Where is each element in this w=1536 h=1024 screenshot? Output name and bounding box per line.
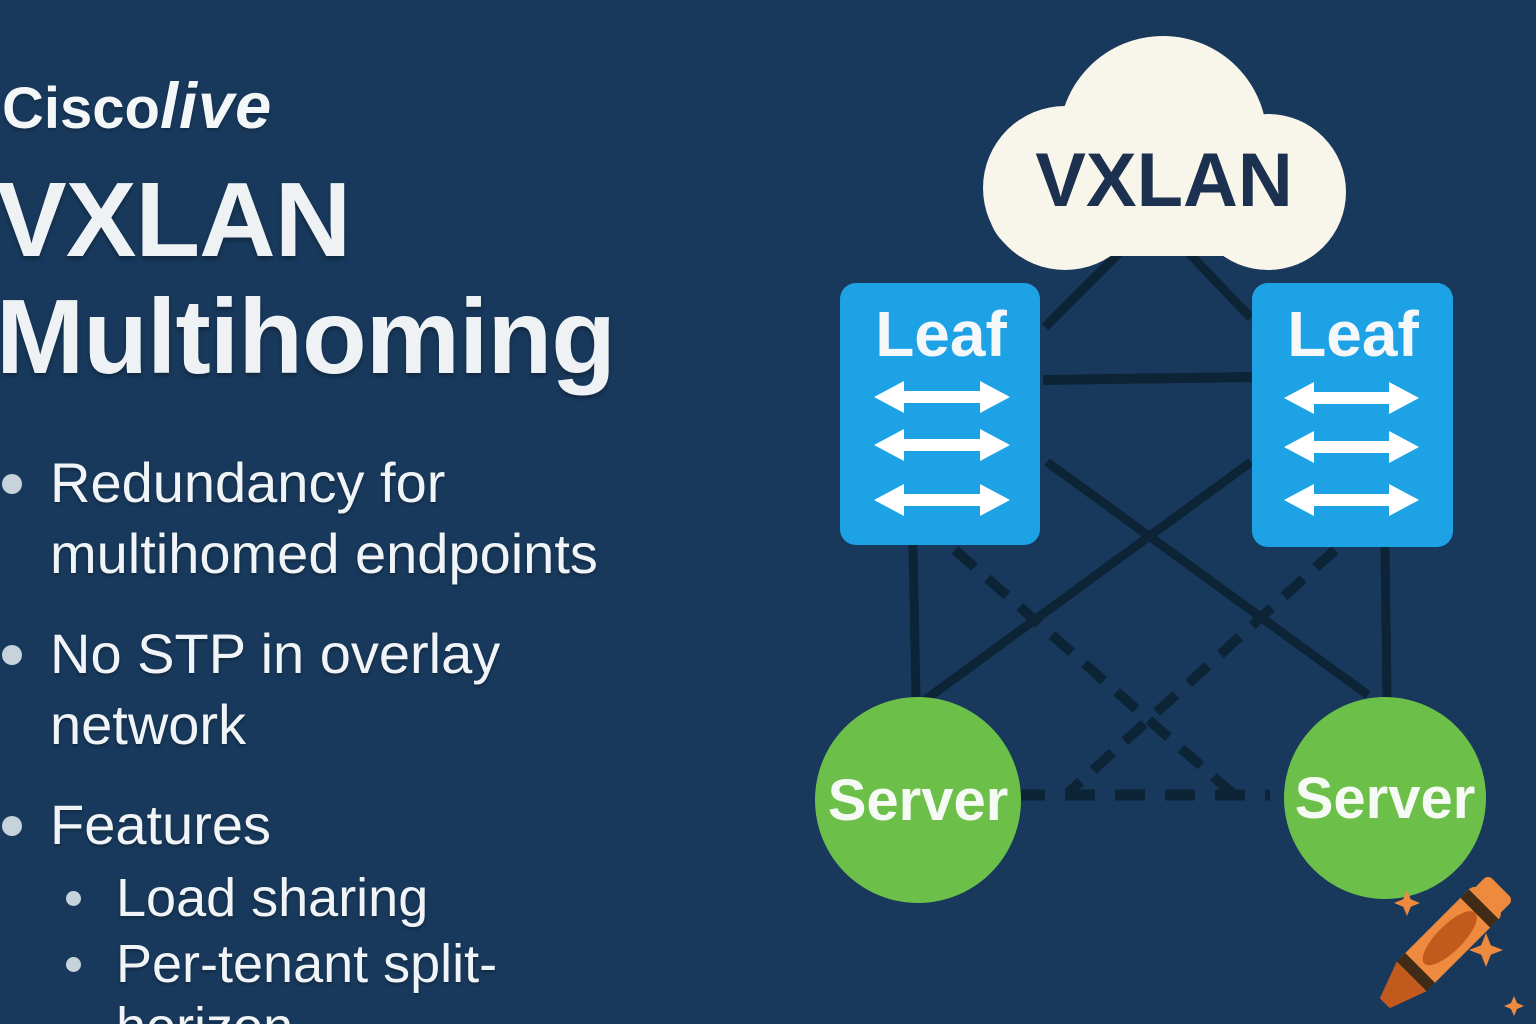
- bullet-label: Redundancy for multihomed endpoints: [50, 451, 598, 585]
- cloud-label: VXLAN: [1035, 138, 1293, 223]
- title-line-1: VXLAN: [0, 161, 351, 279]
- link-dashed-leftleaf-rightserver: [951, 546, 1236, 797]
- link-leftleaf-rightserver: [1044, 458, 1371, 699]
- leaf-left-node: Leaf: [840, 283, 1040, 545]
- sub-bullet-list: Load sharing Per-tenant split-horizon: [66, 867, 655, 1024]
- leaf-right-label: Leaf: [1287, 298, 1419, 370]
- bullet-dot-icon: [66, 890, 81, 906]
- sub-bullet-label: Load sharing: [116, 867, 429, 928]
- link-cloud-right-leaf: [1181, 245, 1255, 322]
- server-right-circle: [1284, 697, 1486, 899]
- bullet-item-no-stp: No STP in overlay network: [0, 619, 655, 760]
- server-right-label: Server: [1295, 766, 1476, 831]
- sparkle-icon: [1469, 933, 1503, 967]
- leaf-right-node: Leaf: [1252, 283, 1453, 547]
- server-left-circle: [815, 697, 1021, 903]
- leaf-left-label: Leaf: [875, 298, 1007, 370]
- server-left-label: Server: [828, 768, 1009, 833]
- sub-bullet-label: Per-tenant split-horizon: [116, 934, 498, 1024]
- bullet-item-redundancy: Redundancy for multihomed endpoints: [0, 448, 655, 589]
- bullet-item-features: Features: [0, 790, 655, 861]
- bullet-label: Features: [50, 793, 271, 857]
- leaf-right-box: [1252, 283, 1453, 547]
- server-left-node: Server: [815, 697, 1021, 903]
- crayon-icon: [1379, 877, 1524, 1016]
- link-rightleaf-leftserver: [922, 458, 1254, 704]
- leaf-left-box: [840, 283, 1040, 545]
- bullet-list: Redundancy for multihomed endpoints No S…: [0, 448, 655, 1024]
- cisco-live-logo: Ciscolive: [2, 68, 272, 143]
- double-arrow-icon: [874, 381, 1010, 516]
- link-dashed-rightleaf-leftserver: [1064, 546, 1339, 797]
- link-cloud-left-leaf: [1041, 243, 1129, 331]
- network-links: [908, 243, 1392, 801]
- bullet-dot-icon: [66, 957, 81, 973]
- bullet-dot-icon: [2, 816, 22, 837]
- page-title: VXLAN Multihoming: [0, 161, 616, 396]
- bullet-dot-icon: [2, 645, 22, 666]
- link-rightleaf-rightserver: [1380, 545, 1392, 701]
- logo-suffix: live: [159, 69, 273, 142]
- bullet-dot-icon: [2, 474, 22, 494]
- sparkle-icon: [1394, 890, 1420, 916]
- double-arrow-icon: [1284, 382, 1419, 516]
- server-right-node: Server: [1284, 697, 1486, 899]
- sub-bullet-item-split-horizon: Per-tenant split-horizon: [66, 933, 655, 1024]
- sparkle-icon: [1504, 996, 1524, 1016]
- link-leaf-leaf: [1042, 372, 1253, 385]
- link-leftleaf-leftserver: [908, 544, 921, 701]
- logo-brand: Cisco: [2, 76, 160, 141]
- vxlan-cloud-node: VXLAN: [983, 36, 1346, 270]
- cloud-icon: [983, 36, 1346, 270]
- sub-bullet-item-load-sharing: Load sharing: [66, 867, 655, 930]
- title-line-2: Multihoming: [0, 277, 616, 396]
- bullet-label: No STP in overlay network: [50, 622, 501, 756]
